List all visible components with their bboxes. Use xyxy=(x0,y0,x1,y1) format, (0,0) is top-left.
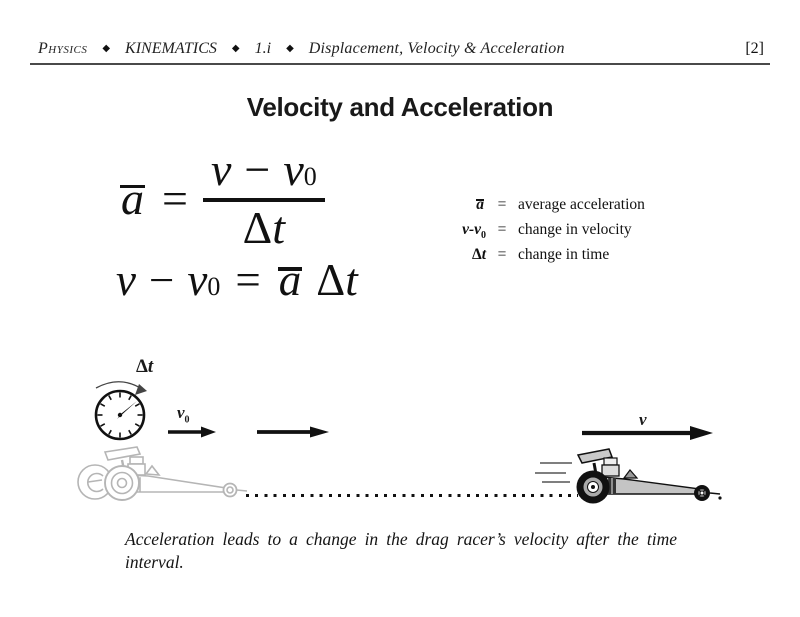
a-bar-symbol: a xyxy=(118,174,147,223)
a-bar-symbol: a xyxy=(276,256,305,304)
delta-t-label: Δt xyxy=(136,356,154,377)
figure-caption: Acceleration leads to a change in the dr… xyxy=(125,528,677,574)
speed-lines-icon xyxy=(535,462,572,483)
avg-accel-symbol: a xyxy=(476,196,484,213)
page-header: Physics ◆ KINEMATICS ◆ 1.i ◆ Displacemen… xyxy=(38,40,764,58)
header-unit-label: KINEMATICS xyxy=(125,40,217,57)
legend-row: Δt = change in time xyxy=(428,242,645,267)
fraction-bar xyxy=(202,198,325,202)
velocity-change-symbol: v-v0 xyxy=(462,221,486,242)
legend-description: average acceleration xyxy=(518,196,645,213)
equals-sign: = xyxy=(497,196,507,213)
v-label: v xyxy=(639,410,647,429)
legend-description: change in time xyxy=(518,246,610,263)
diamond-separator-icon: ◆ xyxy=(231,43,240,54)
header-rule xyxy=(30,63,770,65)
equals-sign: = xyxy=(497,221,507,238)
page-number: [2] xyxy=(745,40,764,57)
drag-racer-start-icon xyxy=(77,446,248,501)
time-change-symbol: Δt xyxy=(471,246,486,263)
equals-sign: = xyxy=(497,246,507,263)
legend-row: a = average acceleration xyxy=(428,192,645,217)
header-course-label: Physics xyxy=(38,40,88,57)
diamond-separator-icon: ◆ xyxy=(286,43,294,54)
page-title: Velocity and Acceleration xyxy=(246,92,554,122)
stopwatch-icon xyxy=(94,381,147,441)
v0-label: v0 xyxy=(177,403,190,426)
header-section-label: 1.i xyxy=(254,40,272,57)
minus-sign: − xyxy=(244,144,271,195)
diamond-separator-icon: ◆ xyxy=(102,43,111,54)
equals-sign: = xyxy=(235,255,261,305)
caption-line: interval. xyxy=(125,551,184,572)
caption-line: Acceleration leads to a change in the dr… xyxy=(125,529,677,549)
equals-sign: = xyxy=(162,172,188,224)
v-arrow-icon xyxy=(582,426,713,440)
dotted-path-line xyxy=(246,494,578,497)
middle-arrow-icon xyxy=(257,426,329,438)
header-topic-label: Displacement, Velocity & Acceleration xyxy=(308,40,565,57)
drag-racer-finish-icon xyxy=(535,448,722,504)
v0-arrow-icon xyxy=(168,426,216,438)
legend-description: change in velocity xyxy=(518,221,632,238)
minus-sign: − xyxy=(148,255,175,305)
legend-row: v-v0 = change in velocity xyxy=(428,217,645,242)
symbol-legend: a = average acceleration v-v0 = change i… xyxy=(428,192,645,267)
